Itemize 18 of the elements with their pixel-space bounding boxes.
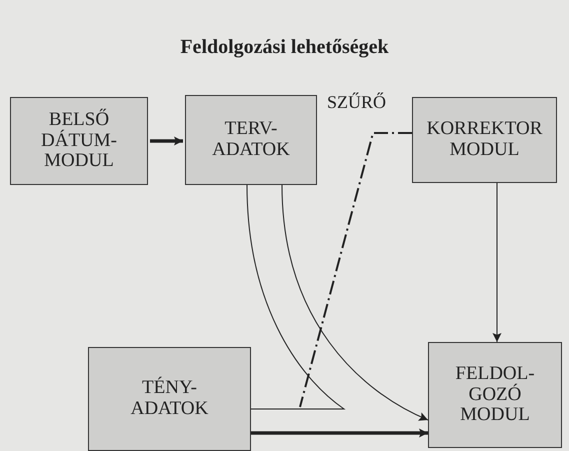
box-label: KORREKTOR MODUL	[426, 119, 544, 161]
arrow	[150, 136, 183, 146]
process-box	[428, 342, 562, 448]
process-box	[412, 97, 557, 183]
diagram-title: Feldolgozási lehetőségek	[179, 36, 390, 59]
box-label: TERV-ADATOK	[211, 119, 291, 161]
box-label: BELSŐ DÁTUM-MODUL	[40, 110, 118, 172]
filter-label: SZŰRŐ	[327, 92, 386, 113]
box-label: TÉNY-ADATOK	[130, 378, 210, 420]
arrow	[251, 428, 428, 438]
process-box	[185, 95, 317, 185]
filter-line	[299, 132, 412, 408]
box-label: FELDOL-GOZÓ MODUL	[454, 364, 536, 426]
arrow	[282, 184, 428, 420]
connector-line	[246, 184, 344, 410]
arrow	[492, 182, 502, 342]
process-box	[88, 347, 251, 451]
process-box	[10, 97, 148, 185]
